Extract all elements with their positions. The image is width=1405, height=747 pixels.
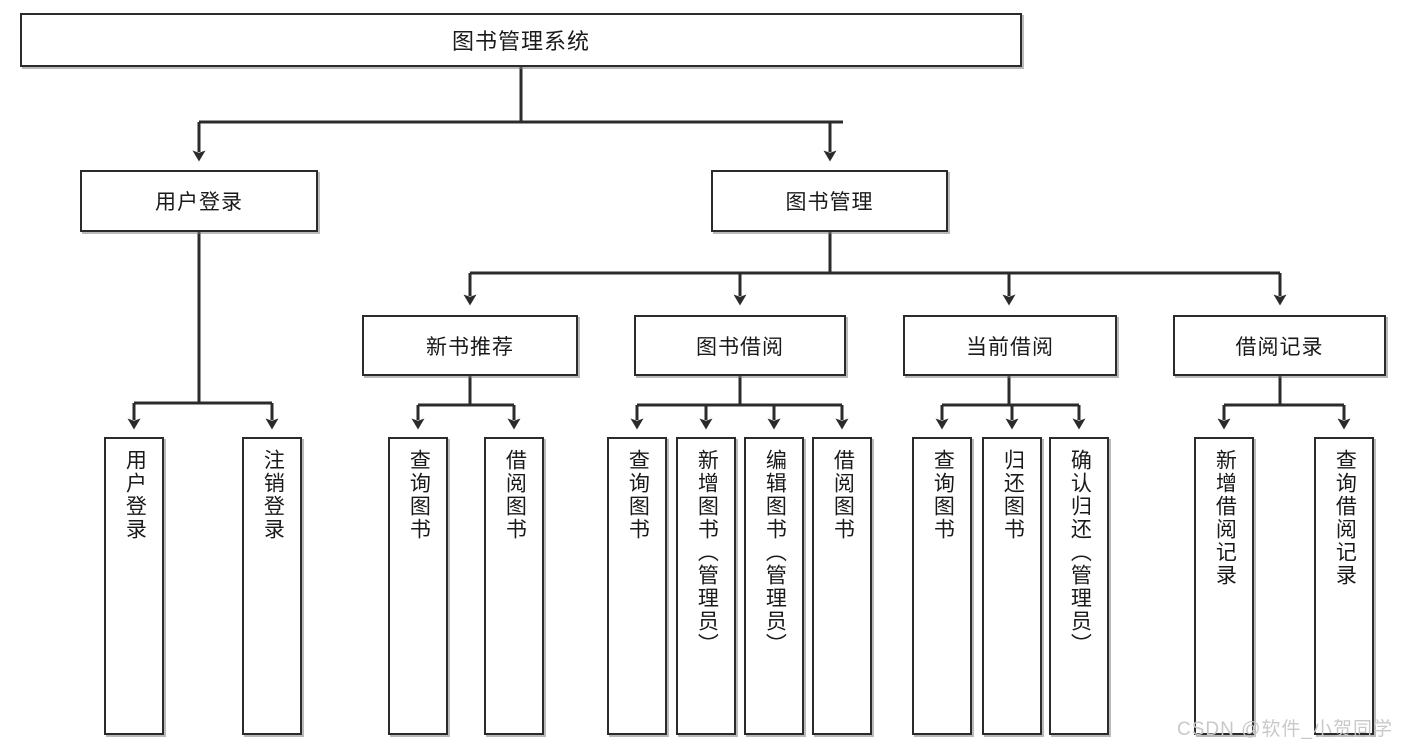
node-leaf-user-login[interactable]: 用户登录 <box>104 437 164 735</box>
node-level1-book-management[interactable]: 图书管理 <box>711 170 948 232</box>
node-label: 查询图书 <box>931 449 955 541</box>
node-leaf-add-book-admin[interactable]: 新增图书（管理员） <box>676 437 736 735</box>
node-level2-book-borrow[interactable]: 图书借阅 <box>634 315 846 376</box>
node-leaf-logout[interactable]: 注销登录 <box>242 437 302 735</box>
node-root-label: 图书管理系统 <box>451 29 590 54</box>
node-label: 新书推荐 <box>426 335 514 359</box>
node-label: 查询图书 <box>407 449 431 541</box>
node-label: 确认归还（管理员） <box>1068 449 1092 656</box>
node-leaf-borrow-book-recommend[interactable]: 借阅图书 <box>484 437 544 735</box>
node-label: 用户登录 <box>155 191 243 214</box>
node-leaf-confirm-return-admin[interactable]: 确认归还（管理员） <box>1049 437 1109 735</box>
node-label: 新增借阅记录 <box>1213 449 1237 587</box>
node-leaf-add-borrow-record[interactable]: 新增借阅记录 <box>1194 437 1254 735</box>
node-leaf-query-book-current[interactable]: 查询图书 <box>912 437 972 735</box>
node-leaf-query-book-recommend[interactable]: 查询图书 <box>388 437 448 735</box>
node-label: 借阅图书 <box>831 449 855 541</box>
node-leaf-return-book[interactable]: 归还图书 <box>982 437 1042 735</box>
node-label: 当前借阅 <box>966 335 1054 359</box>
node-leaf-query-book-borrow[interactable]: 查询图书 <box>607 437 667 735</box>
node-label: 图书管理 <box>785 191 874 214</box>
node-label: 借阅记录 <box>1235 335 1324 359</box>
node-root[interactable]: 图书管理系统 <box>20 13 1022 67</box>
node-label: 用户登录 <box>123 449 147 541</box>
csdn-watermark: CSDN @软件_小贺同学 <box>1177 719 1393 740</box>
node-label: 借阅图书 <box>503 449 527 541</box>
node-leaf-borrow-book[interactable]: 借阅图书 <box>812 437 872 735</box>
node-leaf-edit-book-admin[interactable]: 编辑图书（管理员） <box>744 437 804 735</box>
node-leaf-query-borrow-record[interactable]: 查询借阅记录 <box>1314 437 1374 735</box>
node-level2-borrow-record[interactable]: 借阅记录 <box>1173 315 1386 376</box>
node-level1-user-login[interactable]: 用户登录 <box>80 170 318 232</box>
node-level2-new-book-recommend[interactable]: 新书推荐 <box>362 315 578 376</box>
node-level2-current-borrow[interactable]: 当前借阅 <box>903 315 1117 376</box>
node-label: 归还图书 <box>1001 449 1025 541</box>
node-label: 查询图书 <box>626 449 650 541</box>
node-label: 图书借阅 <box>696 335 784 359</box>
node-label: 注销登录 <box>261 449 285 541</box>
node-label: 新增图书（管理员） <box>695 449 719 656</box>
node-label: 查询借阅记录 <box>1333 449 1357 587</box>
node-label: 编辑图书（管理员） <box>763 449 787 656</box>
